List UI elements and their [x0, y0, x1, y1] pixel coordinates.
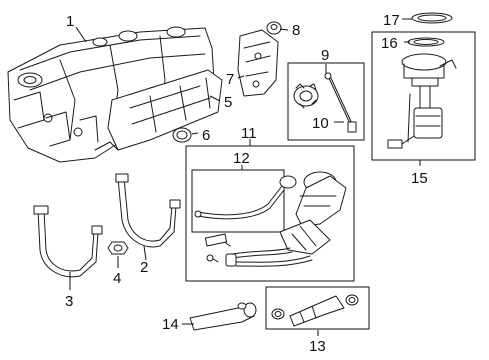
leader-lines	[69, 18, 421, 336]
callout-4: 4	[113, 270, 121, 287]
callout-8: 8	[292, 22, 300, 39]
box-13	[265, 286, 370, 330]
o-ring	[407, 37, 445, 47]
callout-2: 2	[140, 259, 148, 276]
seal-ring	[411, 12, 453, 24]
gasket	[172, 127, 192, 143]
callout-17: 17	[383, 12, 400, 29]
callout-14: 14	[162, 316, 179, 333]
callout-13: 13	[309, 338, 326, 355]
clamp-hose	[271, 294, 359, 327]
callout-7: 7	[226, 71, 234, 88]
callout-15: 15	[411, 170, 428, 187]
float-rod	[324, 72, 357, 133]
box-11	[185, 145, 355, 282]
callout-3: 3	[65, 293, 73, 310]
fuel-tube	[194, 185, 285, 220]
fuel-pump-module	[387, 53, 457, 149]
callout-6: 6	[202, 127, 210, 144]
fuel-tank	[7, 26, 215, 163]
strap-right	[115, 173, 181, 248]
callout-1: 1	[66, 13, 74, 30]
callout-12: 12	[233, 150, 250, 167]
filler-neck	[204, 171, 347, 267]
callout-10: 10	[312, 115, 329, 132]
lock-ring	[293, 83, 319, 109]
vent-hose	[189, 302, 257, 331]
box-9	[287, 62, 365, 141]
grommet	[266, 21, 282, 35]
callout-11: 11	[241, 125, 257, 142]
box-15	[371, 31, 476, 161]
box-12	[191, 169, 285, 233]
callout-5: 5	[224, 94, 232, 111]
nut	[107, 241, 129, 255]
callout-16: 16	[381, 35, 398, 52]
heat-shield	[237, 29, 279, 97]
strap-left	[33, 205, 103, 278]
skid-plate	[107, 69, 223, 151]
callout-9: 9	[321, 47, 329, 64]
